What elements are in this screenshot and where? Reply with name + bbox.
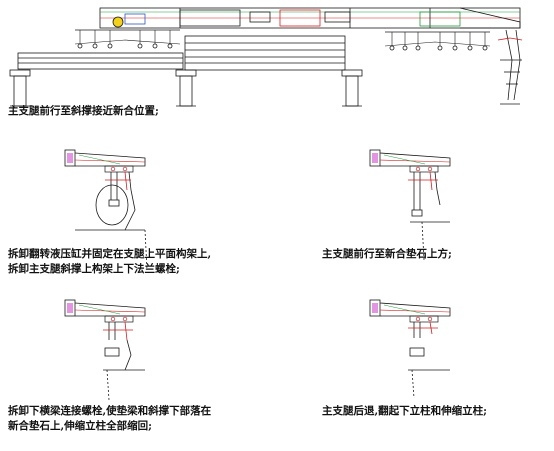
caption-step2-line1: 拆卸翻转液压缸并固定在支腿上平面构架上, xyxy=(8,248,212,260)
caption-step4-line1: 拆卸下横梁连接螺栓,使垫梁和斜撑下部落在 xyxy=(8,405,212,417)
caption-step2-line2: 拆卸主支腿斜撑上构架上下法兰螺栓; xyxy=(8,263,180,275)
step2-diagram xyxy=(64,149,148,271)
caption-step3: 主支腿前行至新合垫石上方; xyxy=(322,248,452,260)
overview-drawing xyxy=(9,7,523,107)
caption-step1: 主支腿前行至斜撑接近新合位置; xyxy=(8,105,159,117)
step3-diagram xyxy=(369,149,451,261)
caption-step5: 主支腿后退,翻起下立柱和伸缩立柱; xyxy=(322,405,488,417)
caption-step4-line2: 新合垫石上,伸缩立柱全部缩回; xyxy=(8,420,153,432)
step5-diagram xyxy=(369,299,451,399)
step4-diagram xyxy=(64,299,146,401)
